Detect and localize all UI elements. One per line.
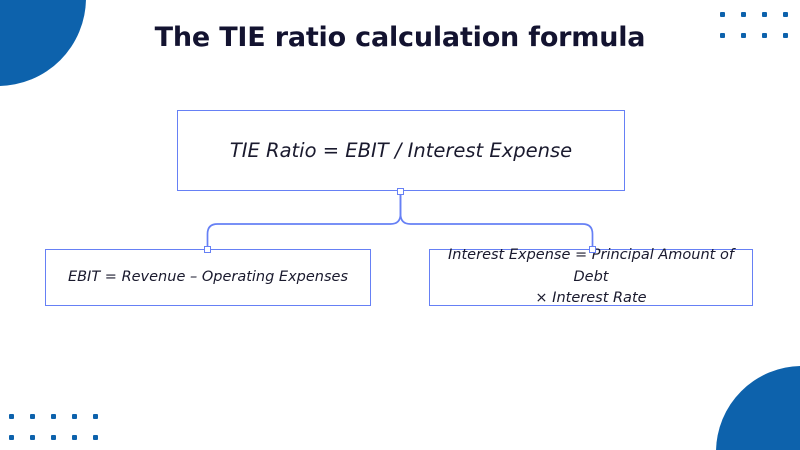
dot <box>783 33 788 38</box>
dot <box>72 414 77 419</box>
dot <box>72 435 77 440</box>
page-title: The TIE ratio calculation formula <box>154 22 646 53</box>
dot <box>93 435 98 440</box>
dot <box>720 12 725 17</box>
connector-handle-root[interactable] <box>397 188 404 195</box>
dot <box>741 33 746 38</box>
bottom-right-circle-decoration <box>716 366 800 450</box>
node-tie-ratio-label: TIE Ratio = EBIT / Interest Expense <box>229 138 573 162</box>
dot <box>783 12 788 17</box>
node-interest-expense[interactable]: Interest Expense = Principal Amount of D… <box>429 247 753 306</box>
dot <box>720 33 725 38</box>
dot <box>762 33 767 38</box>
dot <box>9 435 14 440</box>
dot <box>741 12 746 17</box>
node-interest-expense-label: Interest Expense = Principal Amount of D… <box>448 246 734 307</box>
dot <box>93 414 98 419</box>
dot <box>51 435 56 440</box>
node-ebit-label: EBIT = Revenue – Operating Expenses <box>67 268 349 285</box>
connector-handle-right[interactable] <box>589 246 596 253</box>
node-ebit[interactable]: EBIT = Revenue – Operating Expenses <box>45 249 371 306</box>
node-tie-ratio[interactable]: TIE Ratio = EBIT / Interest Expense <box>177 110 625 191</box>
connector-handle-left[interactable] <box>204 246 211 253</box>
top-right-dot-grid-decoration <box>720 12 788 38</box>
dot <box>30 435 35 440</box>
dot <box>30 414 35 419</box>
bottom-left-dot-grid-decoration <box>9 414 98 440</box>
dot <box>51 414 56 419</box>
dot <box>9 414 14 419</box>
dot <box>762 12 767 17</box>
